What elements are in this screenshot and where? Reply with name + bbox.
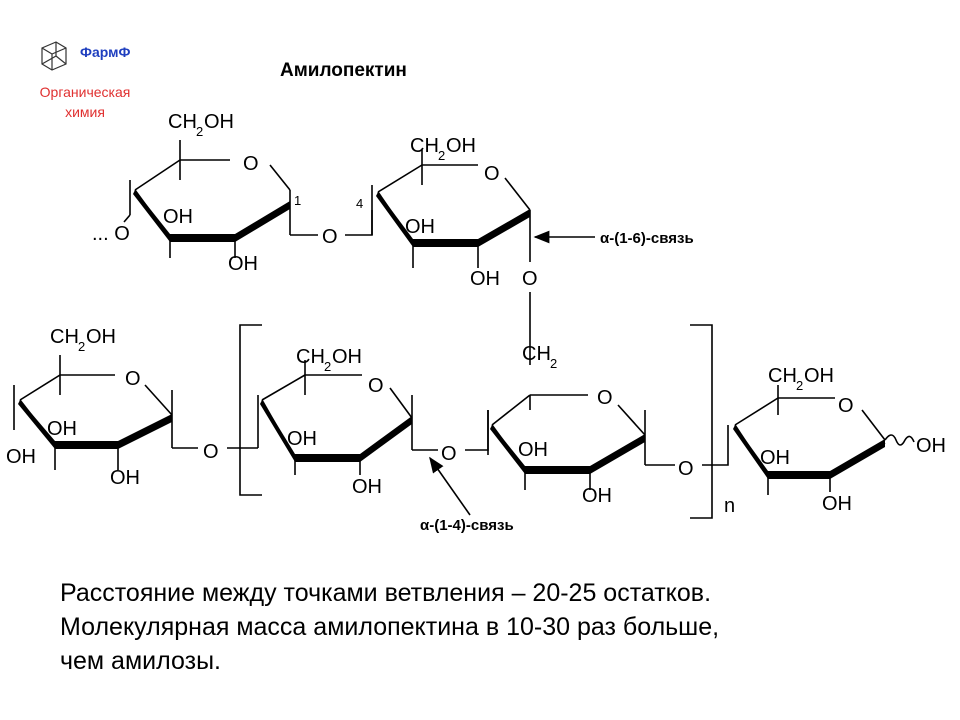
caption-line-2: Молекулярная масса амилопектина в 10-30 …: [60, 613, 720, 641]
ring-a-oh-3: OH: [228, 253, 258, 275]
ring-b-ch2oh-oh: OH: [446, 135, 476, 157]
ring-e-oh-3: OH: [582, 485, 612, 507]
ring-f-oh-1: OH: [916, 435, 946, 457]
bracket-left: [239, 324, 262, 496]
ring-f-bold-front: [768, 439, 885, 479]
ring-c-bold-front: [55, 414, 172, 449]
glucose-ring-b: [371, 150, 531, 365]
logo: ФармФ Органическая химия: [0, 0, 200, 130]
bridge-de-bond: [465, 410, 489, 451]
logo-name: ФармФ: [80, 44, 131, 60]
ring-e-wedge-left: [490, 425, 525, 474]
ring-d-bold-front: [295, 416, 412, 462]
chain-start: ... O: [92, 223, 130, 245]
ring-f-wedge-left: [733, 425, 768, 479]
position-1-label: 1: [294, 193, 301, 208]
logo-subtitle-line2: химия: [65, 104, 105, 120]
ring-b-wedge-left: [376, 192, 413, 247]
caption: Расстояние между точками ветвления – 20-…: [60, 576, 940, 678]
bracket-right: [690, 324, 713, 519]
ring-b-bold-front: [413, 209, 530, 247]
ring-a-oh-2: OH: [163, 206, 193, 228]
ring-c-ch2oh-ch: CH: [50, 326, 79, 348]
ring-c-ch2oh-sub: 2: [78, 339, 85, 354]
ring-c-oxygen: O: [125, 368, 141, 390]
logo-subtitle-line1: Органическая: [39, 84, 131, 100]
ring-d-ch2oh-oh: OH: [332, 346, 362, 368]
ring-f-oxygen: O: [838, 395, 854, 417]
ring-b-oh-3: OH: [470, 268, 500, 290]
ring-a-ch2oh-ch: CH: [168, 111, 197, 133]
ring-b-ch2oh-sub: 2: [438, 148, 445, 163]
caption-line-3: чем амилозы.: [60, 647, 221, 675]
ring-e-bold-front: [525, 434, 645, 474]
ring-f-ch2oh-sub: 2: [796, 378, 803, 393]
branch-oxygen-1-6: O: [522, 268, 538, 290]
ring-f-oh-2: OH: [760, 447, 790, 469]
glucose-ring-c: [13, 355, 198, 470]
ring-d-oxygen: O: [368, 375, 384, 397]
ring-a-ch2oh-sub: 2: [196, 124, 203, 139]
ring-e-oh-2: OH: [518, 439, 548, 461]
adamantane-logo-icon: [41, 41, 67, 71]
ring-a-bold-front: [170, 201, 290, 242]
bridge-ef-bond: [702, 425, 729, 466]
bridge-oxygen-ab: O: [322, 226, 338, 248]
ring-d-oh-2: OH: [287, 428, 317, 450]
repeat-n-label: n: [724, 495, 735, 517]
amylopectin-structure: CH 2 OH O OH OH ... O 1 O 4 CH 2 OH O OH…: [6, 111, 946, 534]
ring-c-oh-1: OH: [6, 446, 36, 468]
bond-1-4-label: α-(1-4)-связь: [420, 517, 514, 534]
bridge-oxygen-ef: O: [678, 458, 694, 480]
bond-1-6-label: α-(1-6)-связь: [600, 230, 694, 247]
ring-e-oxygen: O: [597, 387, 613, 409]
glucose-ring-e: [487, 394, 675, 490]
ring-d-wedge-left: [260, 400, 295, 462]
branch-ch2-sub: 2: [550, 356, 557, 371]
ring-c-wedge-left: [18, 400, 55, 449]
ring-c-oh-2: OH: [47, 418, 77, 440]
bridge-oxygen-cd: O: [203, 441, 219, 463]
ring-c-ch2oh-oh: OH: [86, 326, 116, 348]
ring-c-oh-3: OH: [110, 467, 140, 489]
bridge-ab-bond: [345, 210, 373, 236]
bond-1-4-arrow: [429, 456, 471, 516]
ring-b-oh-2: OH: [405, 216, 435, 238]
ring-f-oh-3: OH: [822, 493, 852, 515]
ring-a-oxygen: O: [243, 153, 259, 175]
ring-d-ch2oh-ch: CH: [296, 346, 325, 368]
ring-a-wedge-left: [133, 190, 170, 242]
ring-b-ch2oh-ch: CH: [410, 135, 439, 157]
position-4-label: 4: [356, 196, 363, 211]
page-title: Амилопектин: [280, 60, 407, 81]
caption-line-1: Расстояние между точками ветвления – 20-…: [60, 579, 712, 607]
ring-f-ch2oh-ch: CH: [768, 365, 797, 387]
logo-subtitle: Органическая химия: [20, 82, 150, 122]
ring-b-oxygen: O: [484, 163, 500, 185]
ring-d-ch2oh-sub: 2: [324, 359, 331, 374]
branch-ch2-ch: CH: [522, 343, 551, 365]
ring-d-oh-3: OH: [352, 476, 382, 498]
ring-a-ch2oh-oh: OH: [204, 111, 234, 133]
ring-f-ch2oh-oh: OH: [804, 365, 834, 387]
bridge-oxygen-de: O: [441, 443, 457, 465]
